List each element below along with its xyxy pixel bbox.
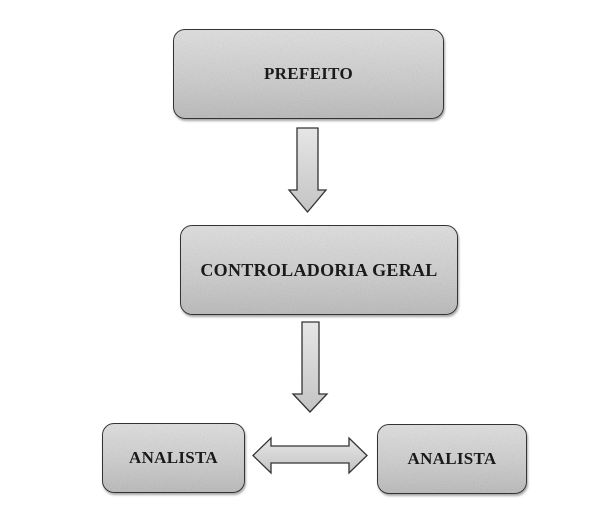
node-label: ANALISTA [129, 448, 218, 467]
node-label: PREFEITO [264, 64, 353, 83]
node-analista-right: ANALISTA [377, 424, 527, 494]
texture [103, 424, 244, 492]
node-prefeito: PREFEITO [173, 29, 444, 119]
texture [378, 425, 526, 493]
texture [174, 30, 443, 118]
arrow-down-icon [291, 321, 329, 413]
texture [181, 226, 457, 314]
node-label: CONTROLADORIA GERAL [200, 259, 438, 280]
double-arrow-icon [252, 436, 368, 475]
node-label: ANALISTA [407, 449, 497, 468]
arrow-down-icon [287, 127, 328, 214]
node-analista-left: ANALISTA [102, 423, 245, 493]
node-controladoria-geral: CONTROLADORIA GERAL [180, 225, 458, 315]
